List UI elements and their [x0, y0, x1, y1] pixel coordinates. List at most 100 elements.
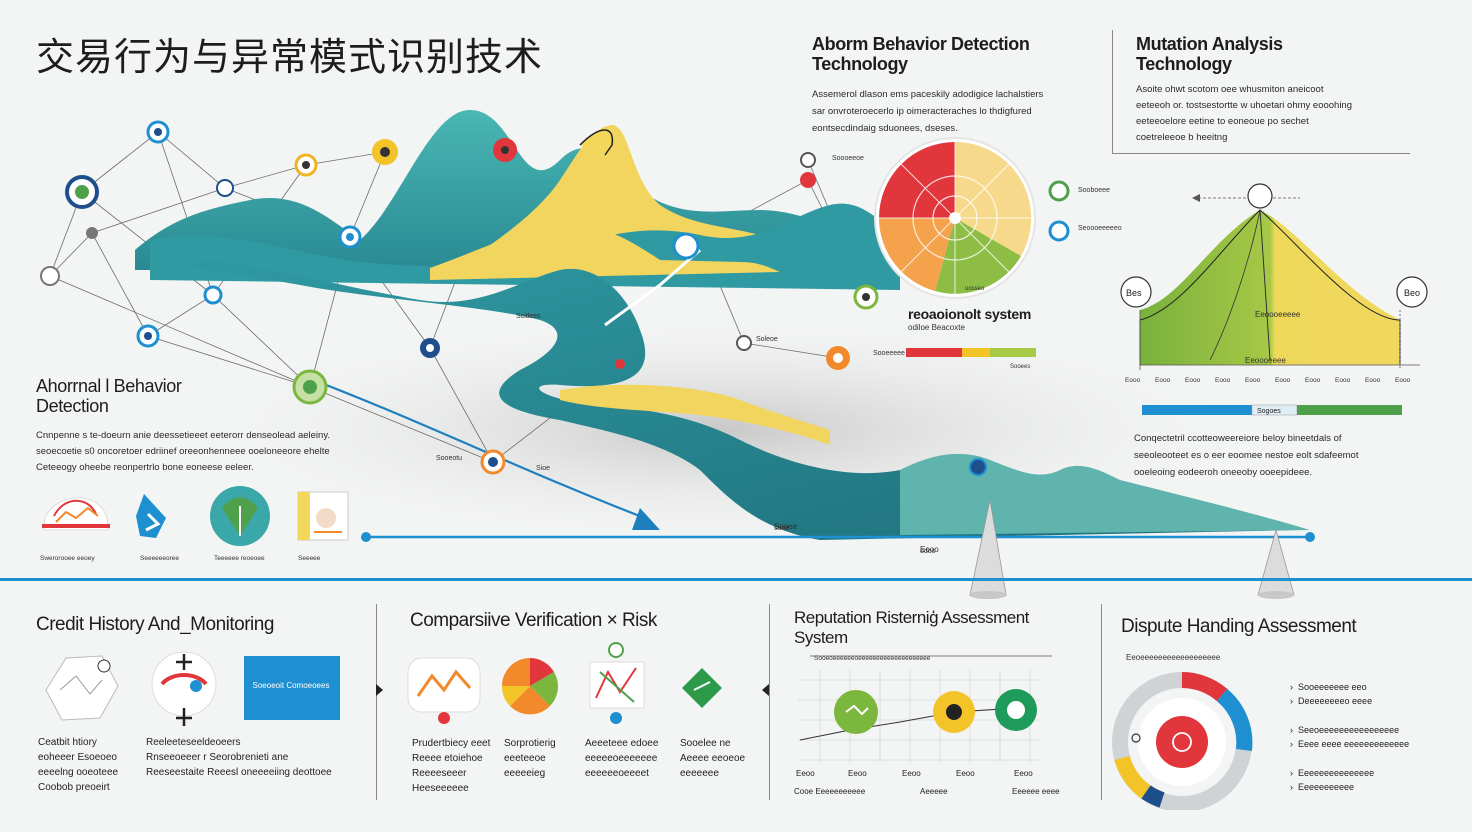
header-underline: [1112, 153, 1410, 154]
dispute-item-4: › Eeee eeee eeeeeeeeeeeee: [1290, 739, 1410, 749]
svg-text:Eooo: Eooo: [1365, 377, 1381, 384]
wave-right-hill: [900, 453, 1310, 535]
risk-gauge: uosseo: [874, 137, 1036, 299]
svg-text:Eooo: Eooo: [1245, 377, 1261, 384]
comp-caption-4-line-3: eeeeeee: [680, 768, 719, 779]
comp-caption-2-line-2: eeeteeoe: [504, 753, 546, 764]
svg-text:Eooo: Eooo: [1185, 377, 1201, 384]
center-label-g: Soooeeoe: [832, 155, 864, 162]
legend-2: Seoooeeeeeo: [1078, 225, 1122, 232]
rep-bar-label: Sooees: [1010, 364, 1030, 370]
timeline-label-1: Sooee: [774, 522, 798, 531]
svg-text:Eeeeee eeee: Eeeeee eeee: [1012, 787, 1060, 796]
rep-footer: Cooe Eeeeeeeeeee Aeeeee Eeeeee eeee: [794, 787, 1060, 796]
svg-text:Eooo: Eooo: [1395, 377, 1411, 384]
comp-caption-4: Sooelee ne Aeeee eeoeoe eeeeeee: [680, 736, 745, 781]
comp-caption-4-line-1: Sooelee ne: [680, 738, 731, 749]
dispute-list-group-3: › Eeeeeeeeeeeeeee › Eeeeeeeeeee: [1290, 766, 1409, 794]
left-text-line-1: Cnnpenne s te-doeurn anie deessetieeet e…: [36, 430, 331, 441]
gauge-label: uosseo: [965, 286, 985, 292]
left-block: Ahorrnal l Behavior Detection: [36, 376, 236, 416]
svg-text:Eeoo: Eeoo: [1014, 769, 1033, 778]
svg-text:Eeoo: Eeoo: [956, 769, 975, 778]
center-label-h: Sooeeeee: [873, 350, 905, 357]
dispute-item-3: › Seeoeeeeeeeeeeeeeeee: [1290, 725, 1400, 735]
dispute-item-6: › Eeeeeeeeeee: [1290, 782, 1355, 792]
header-abnormal-line-1: Assemerol dlason ems paceskily adodigice…: [812, 89, 1044, 100]
left-text-line-2: seoecoetie s0 oncoretoer edriinef oreeon…: [36, 446, 330, 457]
svg-text:Aeeeee: Aeeeee: [920, 787, 948, 796]
center-label-c: Sooeotu: [436, 455, 462, 462]
mutation-bar-label: Sogoes: [1257, 408, 1281, 415]
comparative-icons: [407, 642, 722, 724]
credit-caption-1-line-2: eoheeer Esoeoeo: [38, 752, 117, 763]
reputation-chart: Sooeoeeeeeeoeeeeeeeeeeeeeeeeeeee Eeoo Ee…: [794, 655, 1060, 796]
left-text-line-3: Ceteeogy oheebe reonpertrlo bone eoneese…: [36, 462, 254, 473]
comp-caption-2-line-1: Sorprotierig: [504, 738, 556, 749]
center-label-d: Sioe: [536, 465, 550, 472]
svg-text:Eooo: Eooo: [1215, 377, 1231, 384]
credit-caption-1: Ceatbit htiory eoheeer Esoeoeo eeeelng o…: [38, 735, 118, 795]
header-mutation-line-3: eeteeoelore eetine to eoneoue po sechet: [1136, 116, 1309, 127]
comp-caption-1: Prudertbiecy eeet Reeee etoiehoe Reeeese…: [412, 736, 490, 796]
header-abnormal-line-2: sar onvroteroecerlo ip oimeracteraches l…: [812, 106, 1032, 117]
legend-1: Sooboeee: [1078, 187, 1110, 194]
bottom-divider-2: [769, 604, 770, 800]
legend-dot-2: [1048, 220, 1070, 242]
rep-mini-subtitle: odiloe Beacoxte: [908, 323, 965, 332]
center-label-a: Scitlees: [516, 313, 541, 320]
header-mutation-line-2: eeteeoh or. tostsestortte w uhoetari ohm…: [1136, 100, 1352, 111]
credit-icons: [45, 651, 340, 726]
comp-caption-2-line-3: eeeeeieg: [504, 768, 546, 779]
comp-caption-3-line-1: Aeeeteee edoee: [585, 738, 659, 749]
divider-arrow-1: [376, 684, 383, 696]
header-section-mutation: Mutation Analysis Technology Asoite ohwt…: [1136, 34, 1416, 146]
comp-caption-3-line-3: eeeeeeoeeeet: [585, 768, 649, 779]
leaf-circle-icon: [210, 486, 270, 546]
left-block-title: Ahorrnal l Behavior Detection: [36, 376, 182, 416]
header-section-abnormal: Aborm Behavior Detection Technology Asse…: [812, 34, 1092, 137]
credit-caption-2-line-1: Reeleeteseeldeoeers: [146, 737, 241, 748]
credit-caption-1-line-3: eeeelng ooeoteee: [38, 767, 119, 778]
network-nodes: [40, 120, 987, 476]
comp-caption-1-line-3: Reeeeseeer: [412, 768, 467, 779]
credit-history-title: Credit History And_Monitoring: [36, 614, 274, 635]
mutation-text-line-1: Conqectetril ccotteoweereiore beloy bine…: [1134, 433, 1342, 444]
header-divider: [1112, 30, 1113, 154]
mutation-text-line-3: ooeleoing eodeeroh oneeoby ooeepideee.: [1134, 467, 1313, 478]
svg-text:Eeoo: Eeoo: [848, 769, 867, 778]
header-mutation-line-4: coetreleeoe b heeitng: [1136, 132, 1228, 143]
rep-ticks: Eeoo Eeoo Eeoo Eeoo Eeoo: [796, 769, 1033, 778]
svg-text:Eeoo: Eeoo: [796, 769, 815, 778]
header-abnormal-title: Aborm Behavior Detection Technology: [812, 34, 1030, 74]
chart-card-icon: [42, 497, 110, 531]
dispute-title: Dispute Handing Assessment: [1121, 616, 1357, 637]
timeline-cone-2: [1257, 528, 1295, 596]
header-mutation-line-1: Asoite ohwt scotom oee whusmiton aneicoo…: [1136, 84, 1324, 95]
credit-caption-2-line-3: Reeseestaite Reeesl oneeeeiing deottoee: [146, 767, 332, 778]
dispute-list-group-2: › Seeoeeeeeeeeeeeeeeee › Eeee eeee eeeee…: [1290, 723, 1409, 751]
left-icon-label-4: Seeeee: [298, 555, 321, 562]
left-icon-label-3: Teeeeee reoeoee: [214, 555, 265, 562]
dispute-item-2: › Deeeeeeeeo eeee: [1290, 696, 1373, 706]
center-label-b: Soleoe: [756, 336, 778, 343]
center-label-e: sooe: [774, 525, 789, 532]
wave-shelf: [430, 224, 780, 280]
svg-text:Eooo: Eooo: [1335, 377, 1351, 384]
left-icon-label-2: Seeeeeeoree: [140, 555, 179, 562]
comp-caption-1-line-4: Heeseeeeee: [412, 783, 469, 794]
dispute-subtitle: Eeoeeeeeeeeeeeeeeeeee: [1126, 653, 1221, 662]
comp-caption-4-line-2: Aeeee eeoeoe: [680, 753, 746, 764]
comp-caption-1-line-2: Reeee etoiehoe: [412, 753, 483, 764]
credit-caption-1-line-4: Coobob preoeirt: [38, 782, 110, 793]
mutation-label-1: Eeoooeeeee: [1255, 310, 1301, 319]
svg-text:Eeoo: Eeoo: [902, 769, 921, 778]
mutation-text: Conqectetril ccotteoweereiore beloy bine…: [1134, 430, 1358, 481]
bottom-separator: [0, 578, 1472, 581]
left-icon-row: Swerorooee eeoey Seeeeeeoree Teeeeee reo…: [40, 486, 349, 562]
central-illustration: Scitlees Soleoe Sooeotu Sioe sooe odos S…: [40, 110, 1315, 599]
left-icon-label-1: Swerorooee eeoey: [40, 555, 95, 562]
rep-mini-title: reoaoionolt system: [908, 306, 1031, 322]
mutation-left-node: Bes: [1126, 288, 1142, 298]
credit-caption-1-line-1: Ceatbit htiory: [38, 737, 97, 748]
